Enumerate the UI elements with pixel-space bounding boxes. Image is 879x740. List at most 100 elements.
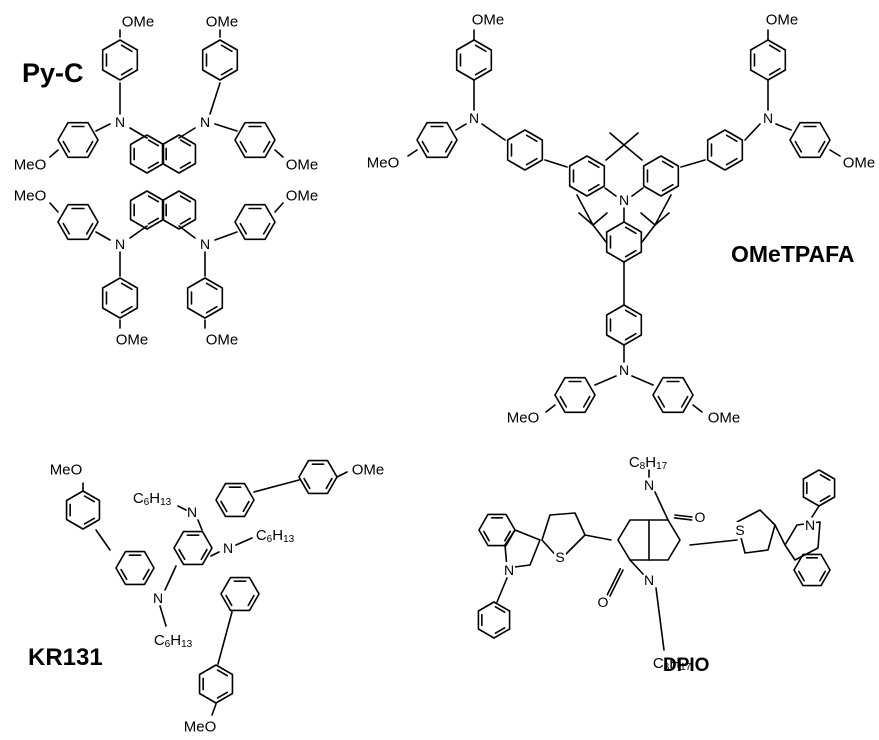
bond (606, 567, 622, 596)
bond (680, 159, 706, 168)
bond (673, 517, 693, 521)
pyrene-ring (161, 134, 197, 174)
nitrogen-atom: N (619, 192, 629, 208)
bond (217, 611, 233, 665)
bond (584, 534, 612, 541)
compound-name-kr131: KR131 (28, 644, 103, 671)
bond (594, 375, 617, 386)
methoxy-label: MeO (184, 719, 217, 736)
bond (274, 202, 284, 213)
bond (654, 194, 672, 226)
pyrene-ring (161, 190, 197, 230)
bond (775, 123, 792, 131)
sulfur-atom: S (735, 522, 744, 538)
compound-name-ometpafa: OMeTPAFA (731, 241, 855, 267)
oxygen-atom: O (695, 509, 706, 525)
nitrogen-atom: N (115, 236, 125, 252)
nitrogen-atom: N (805, 517, 815, 533)
anisyl-ring (57, 203, 99, 241)
indole-ring (793, 553, 831, 587)
bond (623, 144, 643, 161)
oxygen-atom: O (598, 594, 609, 610)
indole-ring (478, 513, 516, 547)
anisyl-ring (57, 121, 99, 159)
bond (49, 149, 59, 158)
bond (49, 202, 59, 213)
bond (640, 212, 656, 226)
bond (631, 375, 654, 386)
anisyl-ring (101, 277, 139, 319)
core-ring (605, 221, 643, 263)
methoxy-label: MeO (50, 462, 83, 479)
hexyl-label: C6H13 (256, 527, 295, 545)
anisyl-ring (455, 39, 493, 81)
bond (545, 404, 556, 413)
anisyl-ring (198, 664, 234, 704)
anisyl-ring (652, 376, 694, 414)
bond (811, 505, 820, 518)
nitrogen-atom: N (187, 504, 197, 520)
nitrogen-atom: N (763, 110, 773, 126)
bond (177, 505, 187, 511)
bond (211, 703, 217, 716)
bond (274, 149, 284, 158)
methoxy-label: OMe (472, 12, 505, 29)
bond (253, 479, 300, 493)
phenyl-ring (477, 601, 511, 639)
anisyl-ring (101, 39, 139, 81)
hexyl-label: C6H13 (133, 490, 172, 508)
bond (336, 471, 348, 478)
bond (544, 159, 568, 168)
bond (774, 524, 786, 546)
bond (209, 82, 221, 115)
compound-name-py-c: Py-C (22, 58, 84, 88)
pyrene-ring (129, 134, 165, 174)
bond (654, 212, 670, 226)
bond (744, 123, 761, 141)
bond (95, 123, 111, 132)
anisyl-ring (186, 277, 224, 319)
indole-ring (220, 576, 260, 612)
phenyl-ring (706, 129, 744, 171)
bond (592, 212, 608, 226)
octyl-label: C8H17 (629, 454, 668, 472)
bond (692, 404, 703, 413)
nitrogen-atom: N (200, 114, 210, 130)
core-ring (642, 155, 680, 197)
core-ring (568, 155, 606, 197)
bond (496, 577, 508, 603)
bond (95, 529, 111, 551)
nitrogen-atom: N (223, 540, 233, 556)
nitrogen-atom: N (619, 362, 629, 378)
anisyl-ring (749, 39, 787, 81)
anisyl-ring (234, 203, 276, 241)
bond (623, 132, 639, 146)
indole-ring (215, 482, 255, 518)
bond (178, 225, 196, 239)
methoxy-label: OMe (116, 332, 149, 349)
nitrogen-atom: N (115, 114, 125, 130)
nitrogen-atom: N (200, 236, 210, 252)
bond (604, 187, 617, 197)
bond (197, 519, 203, 531)
bond (592, 224, 607, 243)
methoxy-label: MeO (14, 188, 47, 205)
bond (481, 123, 506, 141)
bond (178, 127, 196, 139)
anisyl-ring (416, 121, 458, 159)
bond (631, 187, 644, 197)
bond (609, 569, 624, 597)
bond (95, 231, 111, 241)
bond (654, 491, 669, 521)
methoxy-label: OMe (206, 332, 239, 349)
nitrogen-atom: N (504, 562, 514, 578)
bond (689, 539, 738, 546)
bond (674, 514, 693, 518)
bond (576, 194, 594, 226)
methoxy-label: OMe (206, 14, 239, 31)
bond (159, 605, 167, 627)
bond (129, 225, 148, 239)
nitrogen-atom: N (153, 590, 163, 606)
